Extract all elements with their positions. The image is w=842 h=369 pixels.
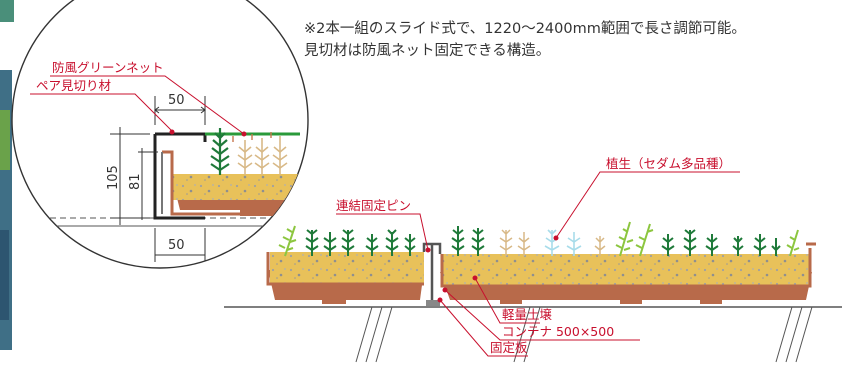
detail-circle: 50 50 105 81 防風グリーンネット ペア見切り材 xyxy=(11,0,309,269)
plants-row xyxy=(278,221,800,257)
dim-top: 50 xyxy=(168,93,185,108)
dimension-lines xyxy=(110,96,206,262)
label-pin: 連結固定ピン xyxy=(336,198,411,213)
label-soil: 軽量土壌 xyxy=(502,307,553,322)
spec-note-line2: 見切材は防風ネット固定できる構造。 xyxy=(304,43,551,59)
container-left xyxy=(266,252,424,304)
detail-plants xyxy=(210,128,288,175)
slab-hatch xyxy=(355,306,813,363)
main-section: 植生（セダム多品種） 連結固定ピン 軽量土壌 コンテナ 500×500 固定板 xyxy=(224,156,842,363)
spec-note: ※2本一組のスライド式で、1220〜2400mm範囲で長さ調節可能。 見切材は防… xyxy=(304,18,840,62)
label-container: コンテナ 500×500 xyxy=(502,324,614,339)
spec-note-line1: ※2本一組のスライド式で、1220〜2400mm範囲で長さ調節可能。 xyxy=(304,21,746,37)
label-wind-net: 防風グリーンネット xyxy=(52,60,164,75)
photo-strip xyxy=(0,0,14,350)
container-right xyxy=(440,242,816,304)
connector xyxy=(422,242,442,306)
dim-bottom: 50 xyxy=(168,238,185,253)
label-plants: 植生（セダム多品種） xyxy=(606,156,731,171)
dim-outer: 105 xyxy=(106,165,121,190)
label-plate: 固定板 xyxy=(490,340,528,355)
label-edge-member: ペア見切り材 xyxy=(36,78,111,93)
dim-inner: 81 xyxy=(128,173,143,190)
